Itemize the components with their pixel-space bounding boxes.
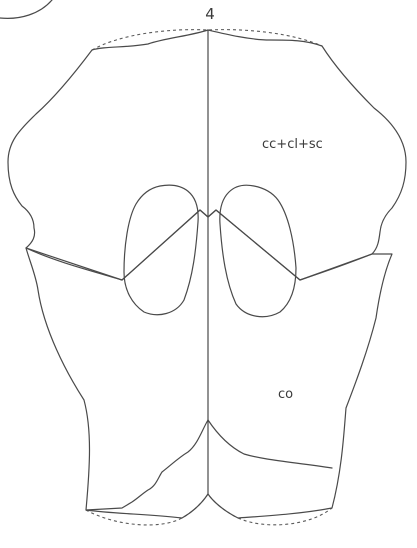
lower-element-outline [26, 210, 392, 518]
dashed-posterior-margin [86, 494, 332, 525]
posterior-right-edge [208, 420, 332, 468]
neighbor-figure-fragment [0, 0, 52, 18]
left-foramen [124, 185, 198, 315]
upper-element-outline [8, 30, 406, 280]
upper-region-label: cc+cl+sc [262, 137, 323, 152]
lower-region-label: co [278, 387, 293, 402]
right-foramen [220, 185, 296, 316]
posterior-left-broken-edge [86, 420, 208, 510]
figure-number: 4 [205, 5, 215, 23]
